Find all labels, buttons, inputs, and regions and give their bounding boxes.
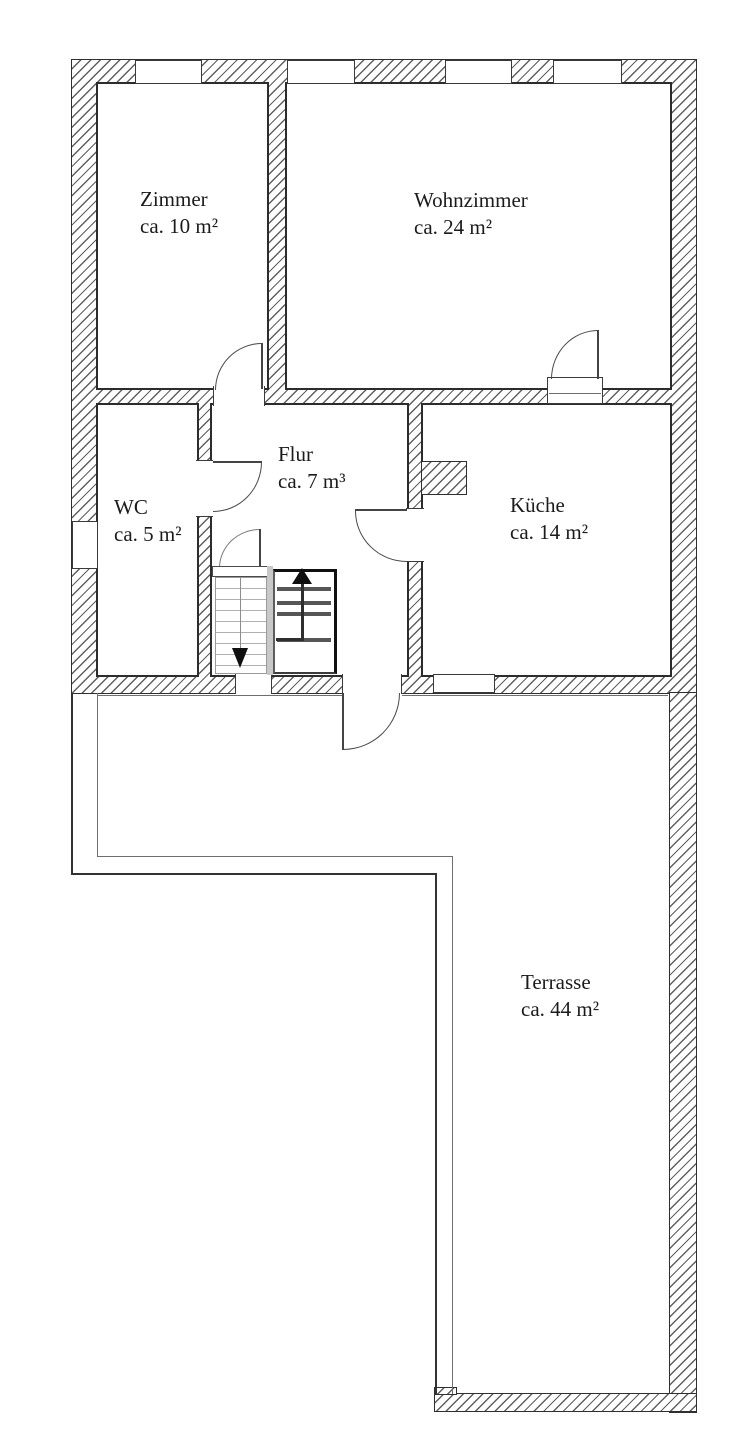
stair-flight-up	[273, 569, 337, 674]
stair-door-leaf	[259, 529, 261, 568]
room-area: ca. 5 m²	[114, 522, 182, 546]
window	[445, 60, 512, 84]
label-kueche: Küche ca. 14 m²	[510, 492, 588, 546]
wc-door-opening	[196, 460, 213, 517]
room-name: WC	[114, 495, 148, 519]
room-area: ca. 44 m²	[521, 997, 600, 1021]
terrace-edge	[435, 873, 437, 1394]
right-outer-wall	[669, 692, 697, 1413]
stair-walkline-down	[240, 578, 242, 650]
terrace-edge-inner	[402, 695, 668, 697]
room-wohnzimmer	[285, 82, 672, 390]
stair-tread	[277, 587, 331, 591]
room-name: Flur	[278, 442, 314, 466]
room-area: ca. 10 m²	[140, 214, 219, 238]
label-wohnzimmer: Wohnzimmer ca. 24 m²	[414, 187, 528, 241]
stair-tread	[277, 601, 331, 605]
stair-arrow-down-icon	[232, 648, 248, 668]
terrace-door-opening	[342, 674, 402, 694]
terrace-edge-inner	[98, 695, 342, 697]
stair-threshold	[212, 566, 269, 577]
terrace-edge-inner	[97, 693, 99, 857]
room-name: Terrasse	[521, 970, 591, 994]
stair-walkline-up-horizontal	[276, 638, 304, 641]
window	[433, 674, 495, 693]
wohnzimmer-door-leaf	[597, 330, 599, 379]
room-name: Zimmer	[140, 187, 208, 211]
zimmer-door-opening	[213, 386, 265, 406]
terrace-door-arc	[343, 693, 400, 750]
label-wc: WC ca. 5 m²	[114, 494, 182, 548]
window	[72, 521, 98, 569]
stair-tread	[277, 638, 331, 642]
label-zimmer: Zimmer ca. 10 m²	[140, 186, 218, 240]
kueche-door-opening	[406, 508, 424, 562]
room-area: ca. 24 m²	[414, 215, 493, 239]
terrace-edge	[71, 693, 73, 875]
label-terrasse: Terrasse ca. 44 m²	[521, 969, 599, 1023]
room-area: ca. 7 m³	[278, 469, 346, 493]
wohnzimmer-door-sill	[547, 377, 603, 404]
room-name: Küche	[510, 493, 565, 517]
wc-door-leaf	[213, 461, 262, 463]
terrace-bottom-wall-step	[434, 1387, 457, 1395]
room-name: Wohnzimmer	[414, 188, 528, 212]
terrace-bottom-wall	[434, 1393, 697, 1412]
sill-line	[549, 393, 601, 395]
stair-walkline-up-vertical	[301, 581, 304, 641]
stair-opening	[235, 674, 272, 694]
label-flur: Flur ca. 7 m³	[278, 441, 346, 495]
window	[287, 60, 355, 84]
window	[553, 60, 622, 84]
terrace-edge-inner	[97, 856, 453, 858]
stair-divider	[267, 566, 273, 675]
window	[135, 60, 202, 84]
stair-arrow-up-icon	[292, 568, 312, 584]
room-area: ca. 14 m²	[510, 520, 589, 544]
terrace-edge	[71, 873, 437, 875]
terrace-edge-inner	[452, 856, 454, 1394]
terrace-door-leaf	[342, 693, 344, 750]
stair-tread	[277, 612, 331, 616]
kueche-door-leaf	[355, 509, 407, 511]
kitchen-pillar	[421, 461, 467, 495]
room-zimmer	[96, 82, 269, 390]
zimmer-door-leaf	[261, 343, 263, 389]
